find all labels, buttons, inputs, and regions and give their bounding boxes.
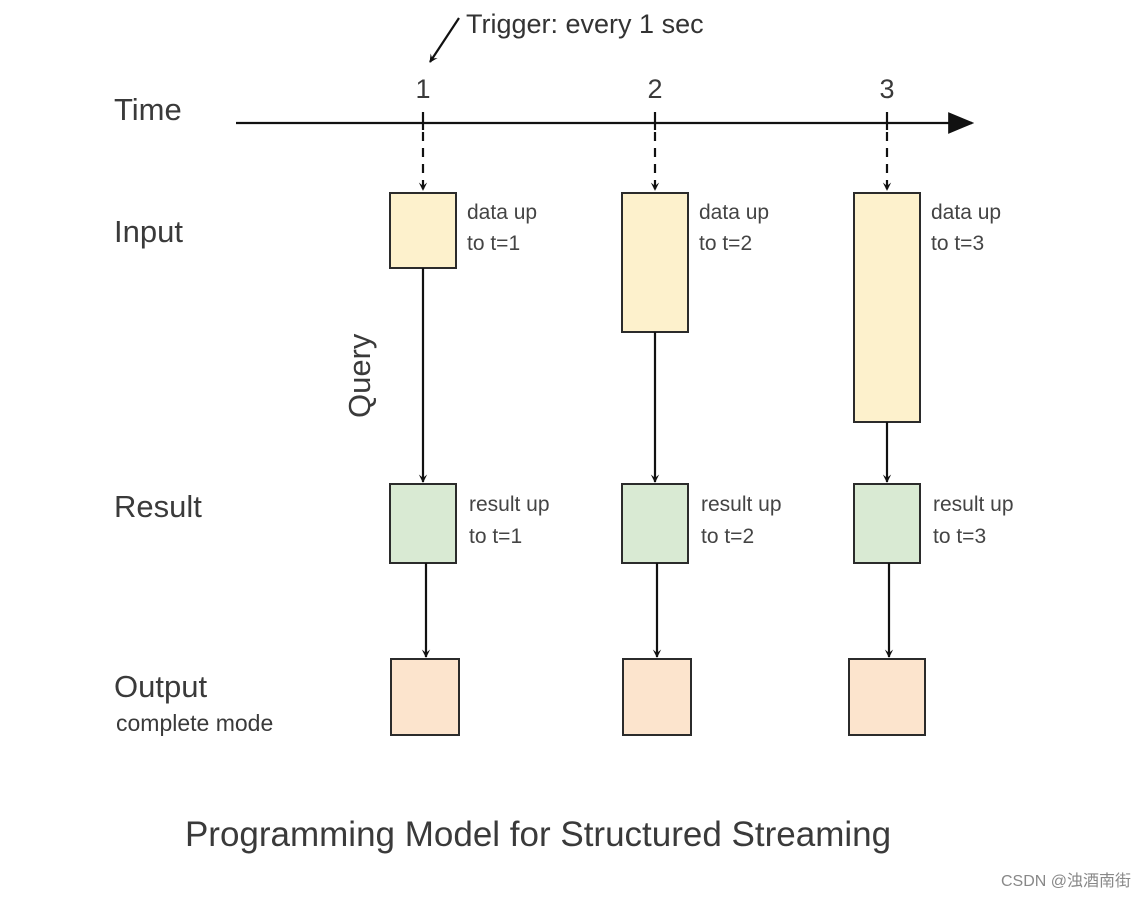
input-box-1 <box>389 192 457 269</box>
result-text-2-2: to t=2 <box>701 525 754 548</box>
input-text-1-2: to t=1 <box>467 232 520 255</box>
tick-label-3: 3 <box>879 74 894 104</box>
output-box-1 <box>390 658 460 736</box>
tick-label-2: 2 <box>647 74 662 104</box>
diagram-title: Programming Model for Structured Streami… <box>185 815 891 854</box>
row-label-time: Time <box>114 92 182 127</box>
input-box-3 <box>853 192 921 423</box>
trigger-label: Trigger: every 1 sec <box>466 9 704 39</box>
result-text-1-2: to t=1 <box>469 525 522 548</box>
row-label-input: Input <box>114 214 183 249</box>
watermark: CSDN @浊酒南街 <box>1001 872 1131 890</box>
result-text-1-1: result up <box>469 493 550 516</box>
input-text-2-2: to t=2 <box>699 232 752 255</box>
result-box-2 <box>621 483 689 564</box>
query-label: Query <box>342 333 377 418</box>
result-box-3 <box>853 483 921 564</box>
result-box-1 <box>389 483 457 564</box>
time-columns: 1 data up to t=1 result up to t=1 2 data up to … <box>389 74 1014 736</box>
input-text-3-2: to t=3 <box>931 232 984 255</box>
input-text-2-1: data up <box>699 201 769 224</box>
output-box-3 <box>848 658 926 736</box>
trigger-arrow <box>429 17 460 63</box>
output-mode-label: complete mode <box>116 710 273 736</box>
input-box-2 <box>621 192 689 333</box>
row-label-output: Output <box>114 669 207 704</box>
result-text-3-1: result up <box>933 493 1014 516</box>
input-text-3-1: data up <box>931 201 1001 224</box>
result-text-3-2: to t=3 <box>933 525 986 548</box>
row-label-result: Result <box>114 489 202 524</box>
input-text-1-1: data up <box>467 201 537 224</box>
tick-label-1: 1 <box>415 74 430 104</box>
output-box-2 <box>622 658 692 736</box>
result-text-2-1: result up <box>701 493 782 516</box>
